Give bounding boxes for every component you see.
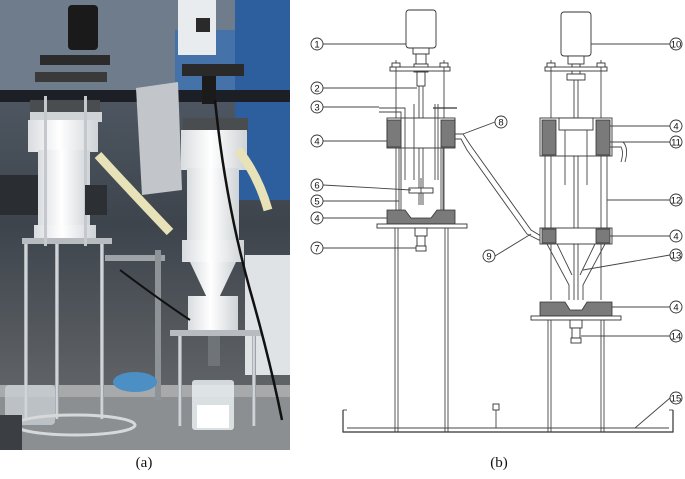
callout-9-label: 9 — [486, 252, 491, 263]
left-lid-insert-right — [440, 119, 456, 148]
callout-4e — [669, 300, 683, 314]
right-reactor-photo — [119, 0, 284, 426]
callout-4a-label: 4 — [314, 137, 319, 148]
left-reactor-photo — [22, 5, 174, 419]
left-base-block — [386, 209, 456, 225]
left-reactor-drawing — [376, 9, 468, 432]
left-motor — [405, 9, 437, 49]
callout-13 — [669, 248, 683, 262]
callout-15 — [669, 391, 683, 405]
callout-4d-label: 4 — [673, 232, 678, 243]
callout-1 — [310, 37, 324, 51]
callout-11 — [669, 135, 683, 149]
caption-a: (a) — [135, 455, 153, 471]
callout-1-label: 1 — [314, 40, 319, 51]
caption-b: (b) — [490, 455, 508, 471]
transfer-tube — [455, 133, 553, 241]
callout-12 — [669, 193, 683, 207]
callout-3 — [310, 100, 324, 114]
callout-14-label: 14 — [671, 332, 682, 343]
callout-4b-label: 4 — [314, 214, 319, 225]
right-reactor-drawing — [530, 11, 628, 432]
callout-13-label: 13 — [671, 251, 682, 262]
callout-3-label: 3 — [314, 103, 319, 114]
callout-2-label: 2 — [314, 84, 319, 95]
callout-10-label: 10 — [671, 40, 682, 51]
callout-12-label: 12 — [671, 196, 682, 207]
callout-9 — [482, 249, 496, 263]
callout-6 — [310, 178, 324, 192]
callout-4a — [310, 134, 324, 148]
reactor-photo — [0, 0, 290, 450]
callout-11-label: 11 — [671, 138, 681, 149]
base-frame — [342, 403, 674, 433]
right-motor — [560, 11, 592, 57]
callout-10 — [669, 37, 683, 51]
right-base-block — [539, 301, 613, 317]
callout-15-label: 15 — [671, 394, 682, 405]
reactor-schematic: 1 2 3 4 6 5 4 7 8 9 10 — [310, 9, 683, 433]
callout-6-label: 6 — [314, 181, 319, 192]
callout-7 — [310, 241, 324, 255]
callout-8-label: 8 — [498, 118, 503, 129]
callout-5-label: 5 — [314, 197, 319, 208]
callout-4c — [669, 119, 683, 133]
callout-8 — [494, 115, 508, 129]
callout-2 — [310, 81, 324, 95]
callout-4c-label: 4 — [673, 122, 678, 133]
left-lid-insert-left — [386, 119, 402, 148]
callout-4d — [669, 229, 683, 243]
callout-4e-label: 4 — [673, 303, 678, 314]
callouts: 1 2 3 4 6 5 4 7 8 9 10 — [310, 37, 683, 429]
callout-14 — [669, 329, 683, 343]
callout-4b — [310, 211, 324, 225]
callout-5 — [310, 194, 324, 208]
callout-7-label: 7 — [314, 244, 319, 255]
